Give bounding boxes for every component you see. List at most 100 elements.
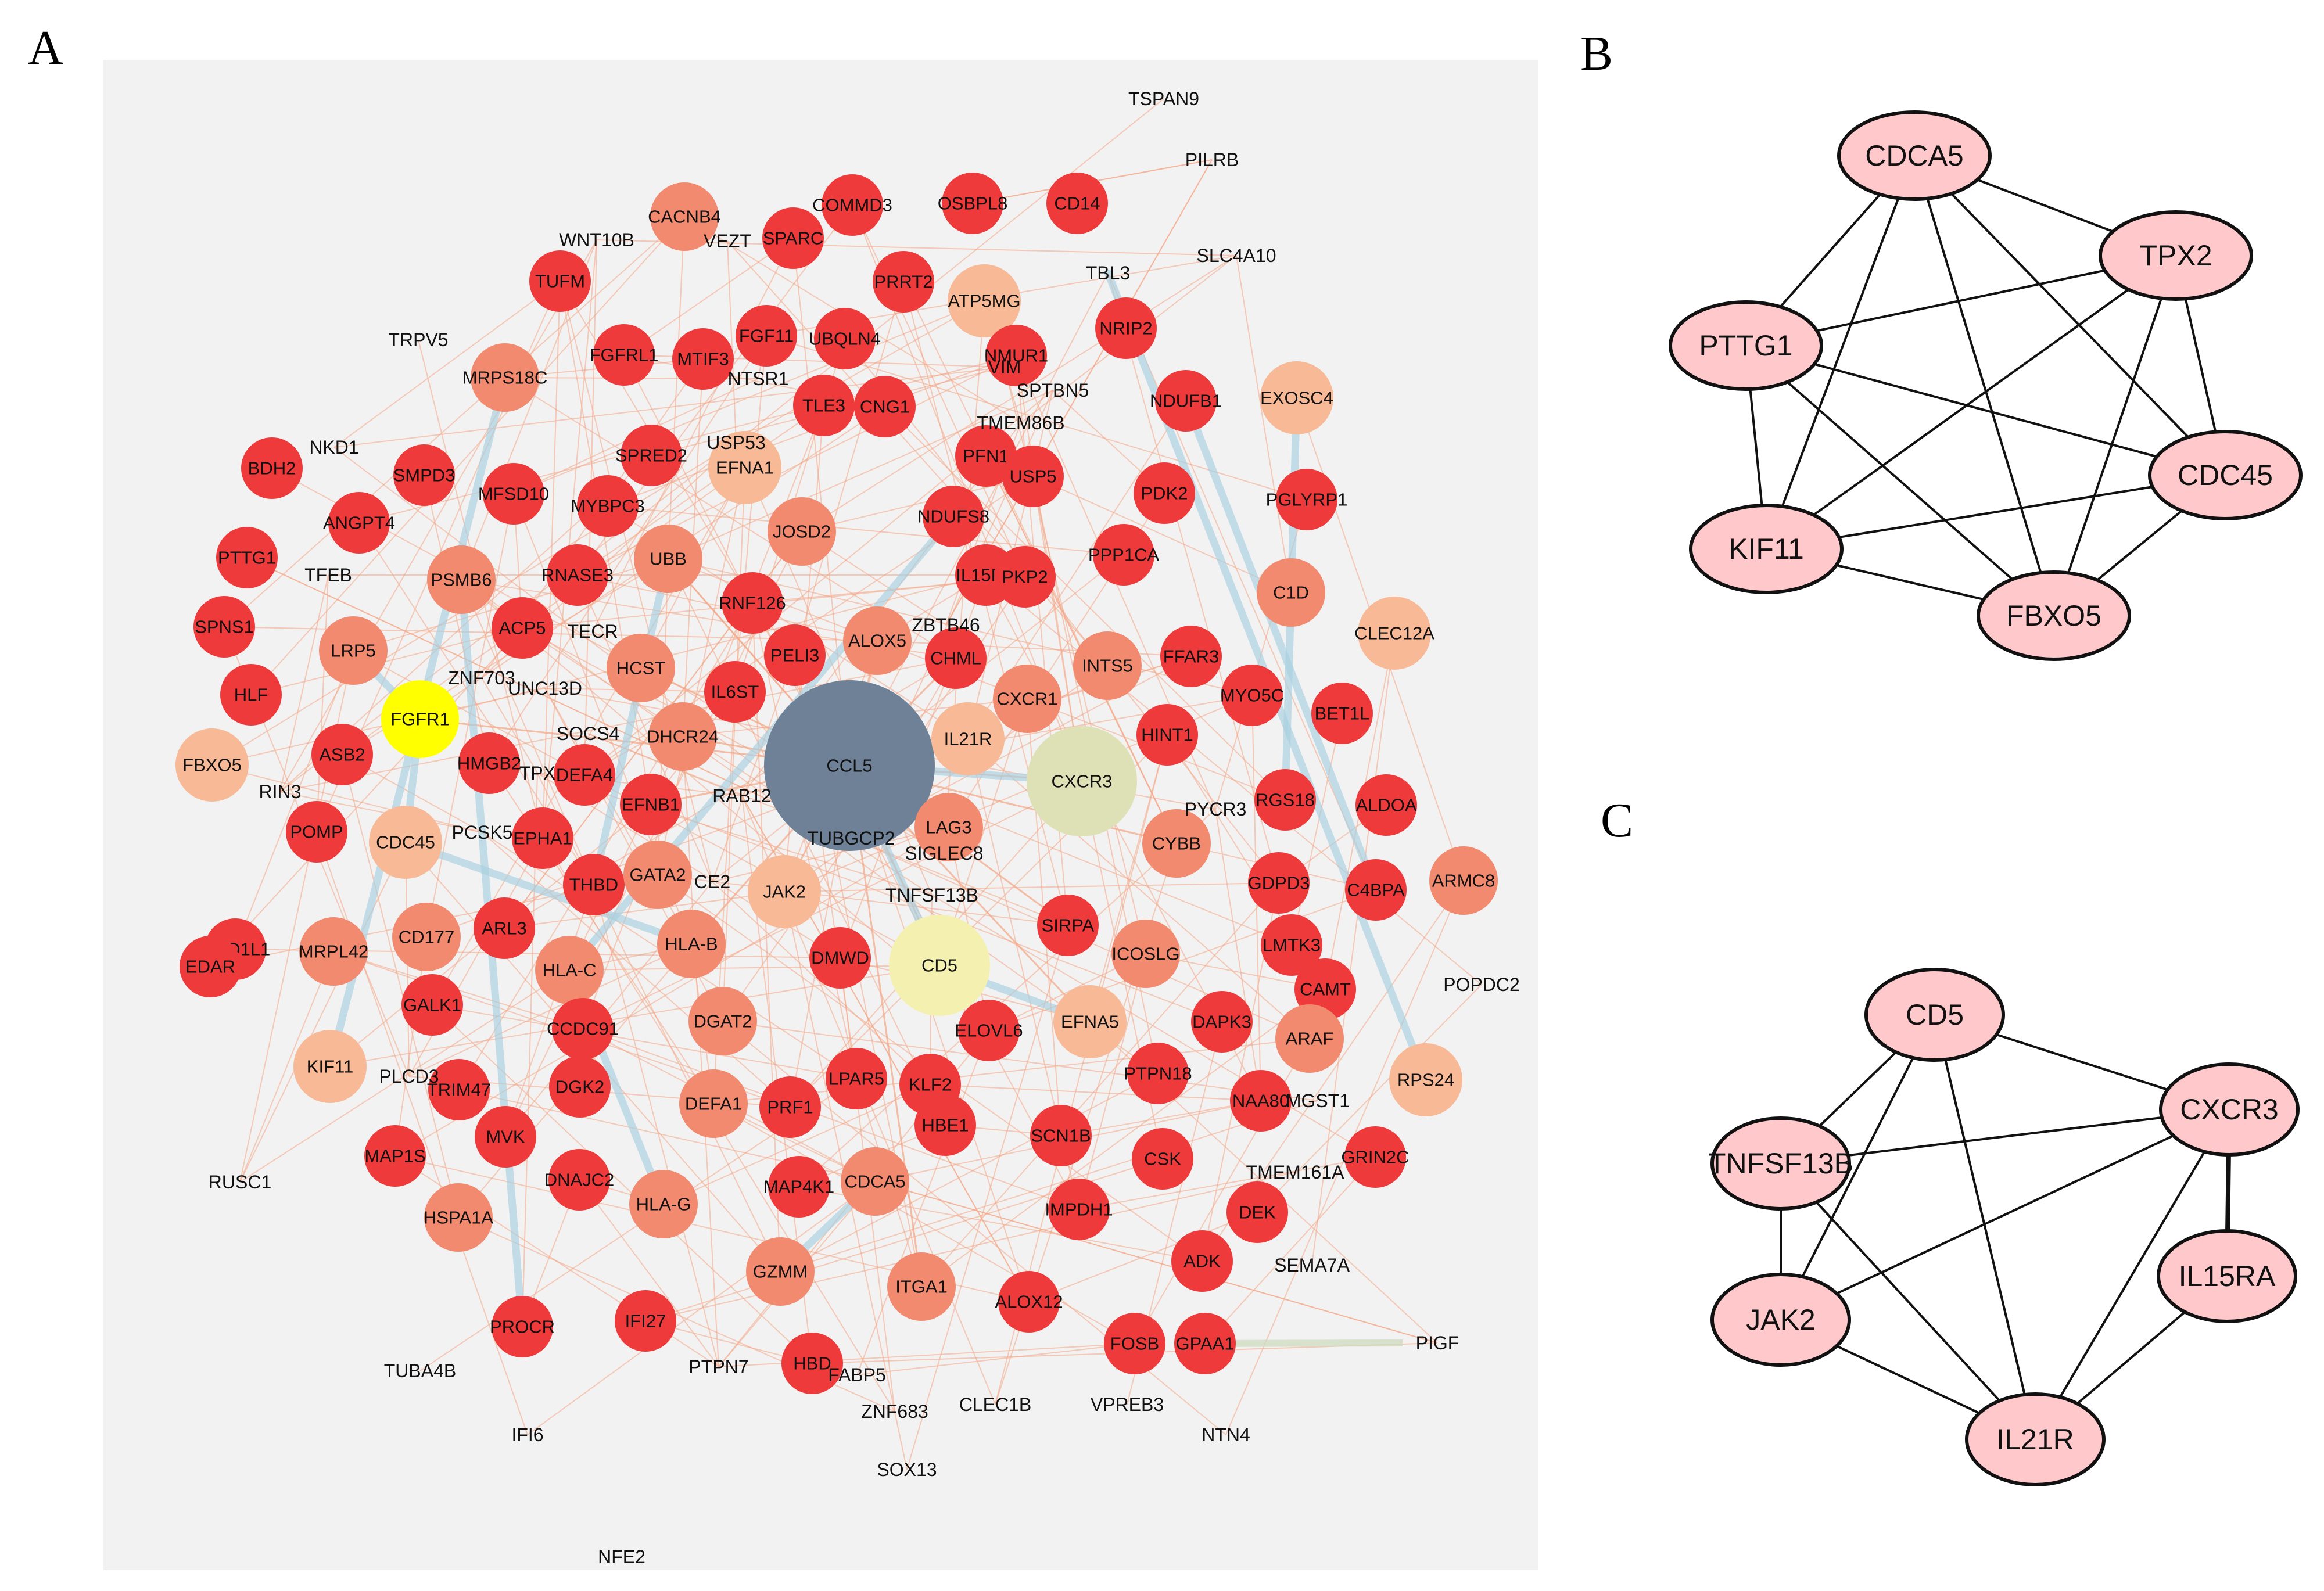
subnode-pttg1[interactable]: PTTG1 [1669,300,1823,391]
node-il6st[interactable]: IL6ST [704,661,766,723]
node-cacnb4[interactable]: CACNB4 [648,182,721,251]
subnode-il15ra[interactable]: IL15RA [2157,1229,2297,1323]
node-mybpc3[interactable]: MYBPC3 [571,475,645,537]
node-tufm[interactable]: TUFM [529,250,591,312]
node-hint1[interactable]: HINT1 [1136,704,1198,766]
node-elovl6[interactable]: ELOVL6 [955,1000,1023,1061]
node-mvk[interactable]: MVK [475,1106,536,1168]
node-araf[interactable]: ARAF [1275,1004,1344,1073]
node-asb2[interactable]: ASB2 [311,724,373,785]
node-peli3[interactable]: PELI3 [764,624,826,686]
node-dapk3[interactable]: DAPK3 [1191,991,1253,1053]
node-psmb6[interactable]: PSMB6 [427,545,496,614]
node-ubqln4[interactable]: UBQLN4 [809,308,881,369]
node-mfsd10[interactable]: MFSD10 [478,463,549,525]
node-osbpl8[interactable]: OSBPL8 [938,173,1008,234]
node-sirpa[interactable]: SIRPA [1037,895,1099,956]
node-jak2[interactable]: JAK2 [748,855,821,928]
node-cd177[interactable]: CD177 [392,903,461,971]
node-cxcr1[interactable]: CXCR1 [993,665,1061,733]
node-fbxo5[interactable]: FBXO5 [175,728,249,802]
subnode-jak2[interactable]: JAK2 [1710,1273,1851,1367]
subnode-cdc45[interactable]: CDC45 [2148,430,2303,520]
node-prf1[interactable]: PRF1 [759,1076,821,1138]
node-ndufb1[interactable]: NDUFB1 [1150,370,1222,432]
node-mtif3[interactable]: MTIF3 [672,328,734,390]
node-dmwd[interactable]: DMWD [809,927,871,989]
node-bdh2[interactable]: BDH2 [241,437,303,499]
node-nmur1[interactable]: NMUR1 [984,325,1048,386]
node-procr[interactable]: PROCR [490,1296,555,1357]
node-cng1[interactable]: CNG1 [854,376,916,437]
node-rnf126[interactable]: RNF126 [719,572,786,634]
node-gzmm[interactable]: GZMM [746,1237,815,1306]
node-fgfr1[interactable]: FGFR1 [381,680,459,758]
node-edar[interactable]: EDAR [180,936,241,997]
node-efna5[interactable]: EFNA5 [1053,985,1127,1058]
subnode-tpx2[interactable]: TPX2 [2099,210,2253,301]
node-sparc[interactable]: SPARC [762,207,824,269]
node-alox5[interactable]: ALOX5 [843,606,912,675]
node-cybb[interactable]: CYBB [1142,809,1211,878]
node-pkp2[interactable]: PKP2 [994,546,1056,608]
node-defa1[interactable]: DEFA1 [679,1069,748,1138]
node-lag3[interactable]: LAG3 [914,793,983,861]
node-c4bpa[interactable]: C4BPA [1345,859,1407,921]
subnode-cdca5[interactable]: CDCA5 [1837,110,1992,201]
node-map4k1[interactable]: MAP4K1 [763,1156,834,1218]
node-pfn1[interactable]: PFN1 [955,425,1017,487]
node-atp5mg[interactable]: ATP5MG [948,264,1021,337]
node-angpt4[interactable]: ANGPT4 [323,492,395,554]
node-rnase3[interactable]: RNASE3 [541,544,614,606]
node-hmgb2[interactable]: HMGB2 [457,732,521,794]
subnode-cd5[interactable]: CD5 [1864,968,2005,1062]
node-fgfrl1[interactable]: FGFRL1 [590,324,659,386]
node-acp5[interactable]: ACP5 [492,597,553,659]
node-efna1[interactable]: EFNA1 [708,431,781,504]
node-cdca5[interactable]: CDCA5 [841,1147,909,1216]
node-hla-c[interactable]: HLA-C [535,936,604,1004]
node-kif11[interactable]: KIF11 [293,1030,367,1103]
node-ints5[interactable]: INTS5 [1073,631,1142,700]
node-ubb[interactable]: UBB [634,525,702,593]
node-ppp1ca[interactable]: PPP1CA [1088,524,1160,586]
node-pomp[interactable]: POMP [286,801,347,863]
node-prrt2[interactable]: PRRT2 [873,251,934,313]
node-adk[interactable]: ADK [1171,1230,1233,1292]
node-fosb[interactable]: FOSB [1104,1313,1165,1374]
node-cd5[interactable]: CD5 [889,915,990,1016]
node-ifi27[interactable]: IFI27 [615,1290,676,1352]
node-c1d[interactable]: C1D [1257,558,1325,627]
node-hspa1a[interactable]: HSPA1A [424,1183,493,1252]
node-dhcr24[interactable]: DHCR24 [647,702,719,771]
node-cd14[interactable]: CD14 [1046,173,1108,234]
node-josd2[interactable]: JOSD2 [768,497,836,566]
node-ccdc91[interactable]: CCDC91 [547,998,619,1060]
node-bet1l[interactable]: BET1L [1311,683,1373,744]
node-rps24[interactable]: RPS24 [1389,1043,1462,1116]
node-itga1[interactable]: ITGA1 [887,1252,956,1321]
node-galk1[interactable]: GALK1 [401,974,463,1036]
node-scn1b[interactable]: SCN1B [1030,1105,1092,1166]
node-ffar3[interactable]: FFAR3 [1160,626,1222,687]
node-pglyrp1[interactable]: PGLYRP1 [1266,469,1348,530]
node-trim47[interactable]: TRIM47 [427,1059,491,1120]
node-hbd[interactable]: HBD [781,1333,843,1394]
node-impdh1[interactable]: IMPDH1 [1045,1179,1113,1240]
node-epha1[interactable]: EPHA1 [512,807,573,869]
node-lmtk3[interactable]: LMTK3 [1261,914,1322,976]
node-clec12a[interactable]: CLEC12A [1354,597,1434,670]
node-il21r[interactable]: IL21R [931,702,1005,775]
node-thbd[interactable]: THBD [563,854,625,915]
node-gpaa1[interactable]: GPAA1 [1174,1313,1236,1374]
node-mrpl42[interactable]: MRPL42 [299,917,369,986]
node-usp5[interactable]: USP5 [1002,446,1064,507]
node-dgk2[interactable]: DGK2 [549,1056,611,1118]
node-grin2c[interactable]: GRIN2C [1341,1126,1410,1188]
node-exosc4[interactable]: EXOSC4 [1260,361,1333,434]
node-commd3[interactable]: COMMD3 [812,174,892,236]
node-spred2[interactable]: SPRED2 [615,425,687,486]
node-cdc45[interactable]: CDC45 [369,806,442,879]
node-pdk2[interactable]: PDK2 [1134,462,1195,524]
node-cxcr3[interactable]: CXCR3 [1027,726,1137,836]
